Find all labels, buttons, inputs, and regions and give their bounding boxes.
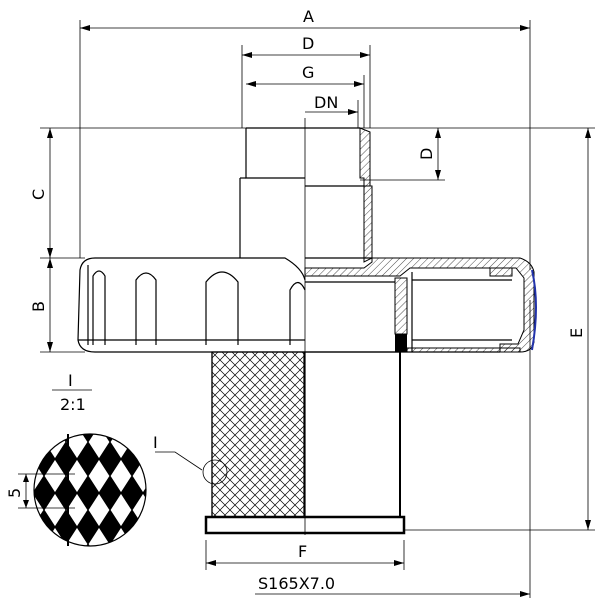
dim-d-top-label: D: [302, 34, 314, 53]
detail-scale-name: I: [68, 371, 73, 390]
body-section: [304, 118, 537, 535]
body-exterior: [77, 127, 306, 353]
detail-scale-ratio: 2:1: [60, 395, 86, 414]
detail-view: [18, 389, 147, 547]
dimension-labels: A D G DN D C B E F S165X7.0 I I 2:1 5: [5, 7, 586, 593]
dim-d-side-label: D: [417, 148, 436, 160]
dim-b-label: B: [29, 301, 48, 312]
dim-g-label: G: [302, 63, 314, 82]
dim-s-label: S165X7.0: [258, 574, 335, 593]
dim-c-label: C: [29, 189, 48, 200]
dim-dn-label: DN: [314, 93, 338, 112]
dimension-lines: [40, 20, 595, 598]
dim-e-label: E: [567, 328, 586, 338]
detail-marker-label: I: [153, 433, 158, 452]
dim-a-label: A: [303, 7, 314, 26]
filter-element: [155, 351, 406, 535]
dim-f-label: F: [298, 542, 307, 561]
detail-mesh-dim-label: 5: [5, 488, 24, 498]
